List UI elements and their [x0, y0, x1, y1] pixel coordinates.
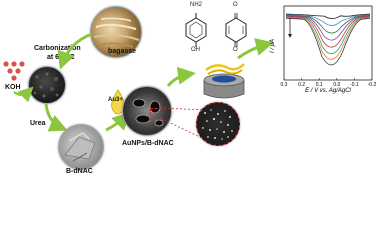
- b-dnac-photo: [58, 124, 104, 170]
- aunps-zoom-photo: [196, 102, 240, 146]
- chart-ylabel: I / μA: [270, 39, 276, 53]
- x-tick-label: 0.3: [281, 82, 288, 88]
- voltammogram-curve: [285, 13, 371, 19]
- voltammogram-curve: [285, 16, 371, 55]
- x-tick-label: 0.0: [333, 82, 340, 88]
- zoom-box: [150, 108, 162, 120]
- voltammogram-curve: [285, 14, 371, 26]
- aminophenol-nh2: NH2: [190, 2, 203, 8]
- voltammogram-curve: [285, 14, 371, 34]
- quinone-top-o: O: [233, 2, 238, 8]
- electrode: [203, 63, 245, 99]
- x-tick-label: 0.2: [298, 82, 305, 88]
- b-dnac-label: B-dNAC: [66, 168, 93, 175]
- quinone-structure: [225, 13, 247, 47]
- koh-dots: [3, 61, 25, 81]
- aminophenol-oh: OH: [191, 47, 200, 53]
- carbonization-label-line1: Carbonization: [34, 45, 81, 52]
- x-tick-label: -0.1: [350, 82, 359, 88]
- chart-trend-arrowhead: [288, 34, 292, 38]
- koh-label: KOH: [5, 84, 21, 91]
- quinone-bottom-o: O: [233, 47, 238, 53]
- x-tick-label: 0.1: [316, 82, 323, 88]
- voltammogram-curve: [285, 17, 371, 66]
- bagasse-photo: [90, 6, 142, 58]
- voltammogram-curve: [285, 16, 371, 48]
- x-tick-label: -0.2: [368, 82, 376, 88]
- chart-xlabel: E / V vs. Ag/AgCl: [305, 88, 351, 94]
- porous-carbon-photo: [28, 66, 66, 104]
- zoom-lines: [159, 107, 207, 141]
- aunps-b-dnac-label: AuNPs/B-dNAC: [122, 140, 174, 147]
- bagasse-label: bagasse: [108, 48, 137, 55]
- voltammogram-curve: [285, 15, 371, 41]
- voltammogram-chart: 0.3 0.2 0.1 0.0 -0.1 -0.2 I / μA E / V vs. Ag…: [270, 5, 376, 94]
- aminophenol-structure: [185, 13, 207, 47]
- aunps-b-dnac-photo: [122, 86, 172, 136]
- urea-label: Urea: [30, 120, 46, 127]
- au-ion-label: Au3+: [108, 97, 123, 103]
- voltammogram-curve: [285, 17, 371, 60]
